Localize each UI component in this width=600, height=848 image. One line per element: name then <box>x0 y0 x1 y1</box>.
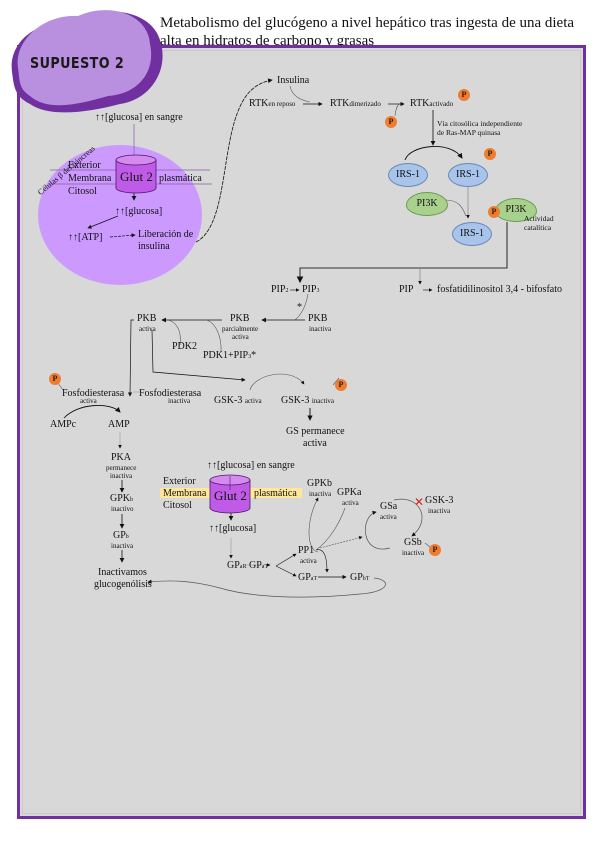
phosphate-icon: P <box>488 206 500 218</box>
gpat2-label: GPaT <box>298 572 318 583</box>
gsb-label: GSb <box>404 537 422 548</box>
hepato-cytosol: Citosol <box>163 500 192 511</box>
badge-blob <box>11 10 163 113</box>
cytosol-label: Citosol <box>68 186 97 197</box>
gsa-label: GSa <box>380 501 398 512</box>
gsb-state: inactiva <box>402 549 425 557</box>
pkb-active-state: activa <box>139 325 156 333</box>
cytosolic-pathway-1: Vía citosólica independiente <box>437 119 523 128</box>
pp1-state: activa <box>300 557 317 565</box>
pdk1-label: PDK1+PIP3* <box>203 350 257 361</box>
gsa-state: activa <box>380 513 397 521</box>
irs1-complex: IRS-1 <box>452 222 492 246</box>
gpbt-label: GPbT <box>350 572 370 583</box>
pka-state-1: permanece <box>106 464 137 472</box>
membrane-label: Membrana <box>68 173 112 184</box>
star-mark: * <box>297 302 302 313</box>
phosphate-icon: P <box>458 89 470 101</box>
insulin-release-1: Liberación de <box>138 229 194 240</box>
gsk3-inactive: GSK-3 inactiva <box>281 395 334 406</box>
hepato-exterior: Exterior <box>163 476 196 487</box>
exterior-label: Exterior <box>68 160 101 171</box>
pde-active-state: activa <box>80 397 97 405</box>
hepato-plasmatic: plasmática <box>254 488 297 499</box>
blood-glucose-label: ↑↑[glucosa] en sangre <box>95 112 183 123</box>
pkb-inactive-state: inactiva <box>309 325 332 333</box>
glut2-label: Glut 2 <box>120 169 153 184</box>
gpkb-state: inactivo <box>111 505 134 513</box>
pkb-partial-state-2: activa <box>232 333 249 341</box>
pde-inactive-state: inactiva <box>168 397 191 405</box>
catalytic-activity-1: Actividad <box>524 214 554 223</box>
pdk2-label: PDK2 <box>172 341 198 352</box>
pkb-active: PKB <box>137 313 157 324</box>
ampc-label: AMPc <box>50 419 77 430</box>
phosphate-icon: P <box>484 148 496 160</box>
beta-cell <box>38 145 202 285</box>
gpkb-label: GPKb <box>110 493 134 504</box>
gpat-label: GPaT <box>249 560 269 571</box>
gs-remains-1: GS permanece <box>286 426 345 437</box>
pkb-partial: PKB <box>230 313 250 324</box>
pp1-label: PP1 <box>298 545 315 556</box>
pka-label: PKA <box>111 452 132 463</box>
catalytic-activity-2: catalítica <box>524 223 552 232</box>
rtk-dimerized: RTKdimerizado <box>330 98 381 109</box>
gsk3-h-state: inactiva <box>428 507 451 515</box>
plasmatic-label: plasmática <box>159 173 202 184</box>
pip2-label: PIP2 <box>271 284 289 295</box>
result-label-2: glucogenólisis <box>94 579 152 590</box>
irs1-phosphorylated: IRS-1 <box>448 163 488 187</box>
rtk-resting: RTKen reposo <box>249 98 296 109</box>
gsk3-active: GSK-3 activa <box>214 395 262 406</box>
pka-state-2: inactiva <box>110 472 133 480</box>
insulin-label: Insulina <box>277 75 310 86</box>
gpb-state: inactiva <box>111 542 134 550</box>
pkb-partial-state-1: parcialmente <box>222 325 259 333</box>
phosphate-icon: P <box>385 116 397 128</box>
cytosolic-pathway-2: de Ras-MAP quinasa <box>437 128 501 137</box>
pde-active: Fosfodiesterasa <box>62 388 125 399</box>
insulin-release-2: insulina <box>138 241 170 252</box>
glut2-transporter-hepatocyte <box>209 474 251 514</box>
gpar-label: GPaR <box>227 560 247 571</box>
atp-label: ↑↑[ATP] <box>68 232 103 243</box>
inhibition-icon: ✕ <box>414 495 425 509</box>
result-label-1: Inactivamos <box>98 567 147 578</box>
gsk3-h-label: GSK-3 <box>425 495 454 506</box>
gs-remains-2: activa <box>303 438 327 449</box>
gpkb-h-label: GPKb <box>307 478 333 489</box>
pi3k-protein: PI3K <box>406 192 448 216</box>
pip-label: PIP <box>399 284 414 295</box>
phosphate-icon: P <box>335 379 347 391</box>
hepato-blood-glucose: ↑↑[glucosa] en sangre <box>207 460 295 471</box>
hepato-membrane: Membrana <box>163 488 207 499</box>
pip3-label: PIP3 <box>302 284 320 295</box>
gpkb-h-state: inactiva <box>309 490 332 498</box>
phosphate-icon: P <box>49 373 61 385</box>
cytosolic-glucose: ↑↑[glucosa] <box>115 206 163 217</box>
amp-label: AMP <box>108 419 130 430</box>
phosphate-icon: P <box>429 544 441 556</box>
gpka-label: GPKa <box>337 487 362 498</box>
pde-inactive: Fosfodiesterasa <box>139 388 202 399</box>
gpka-state: activa <box>342 499 359 507</box>
pip-product-label: fosfatidilinositol 3,4 - bifosfato <box>437 284 562 295</box>
glut2-transporter-beta <box>115 154 157 194</box>
irs1-protein: IRS-1 <box>388 163 428 187</box>
gpb-label: GPb <box>113 530 129 541</box>
pkb-inactive: PKB <box>308 313 328 324</box>
case-badge: SUPUESTO 2 <box>30 54 125 72</box>
hepato-glut2-label: Glut 2 <box>214 488 247 503</box>
hepato-cyto-glucose: ↑↑[glucosa] <box>209 523 257 534</box>
rtk-activated: RTKactivado <box>410 98 454 109</box>
